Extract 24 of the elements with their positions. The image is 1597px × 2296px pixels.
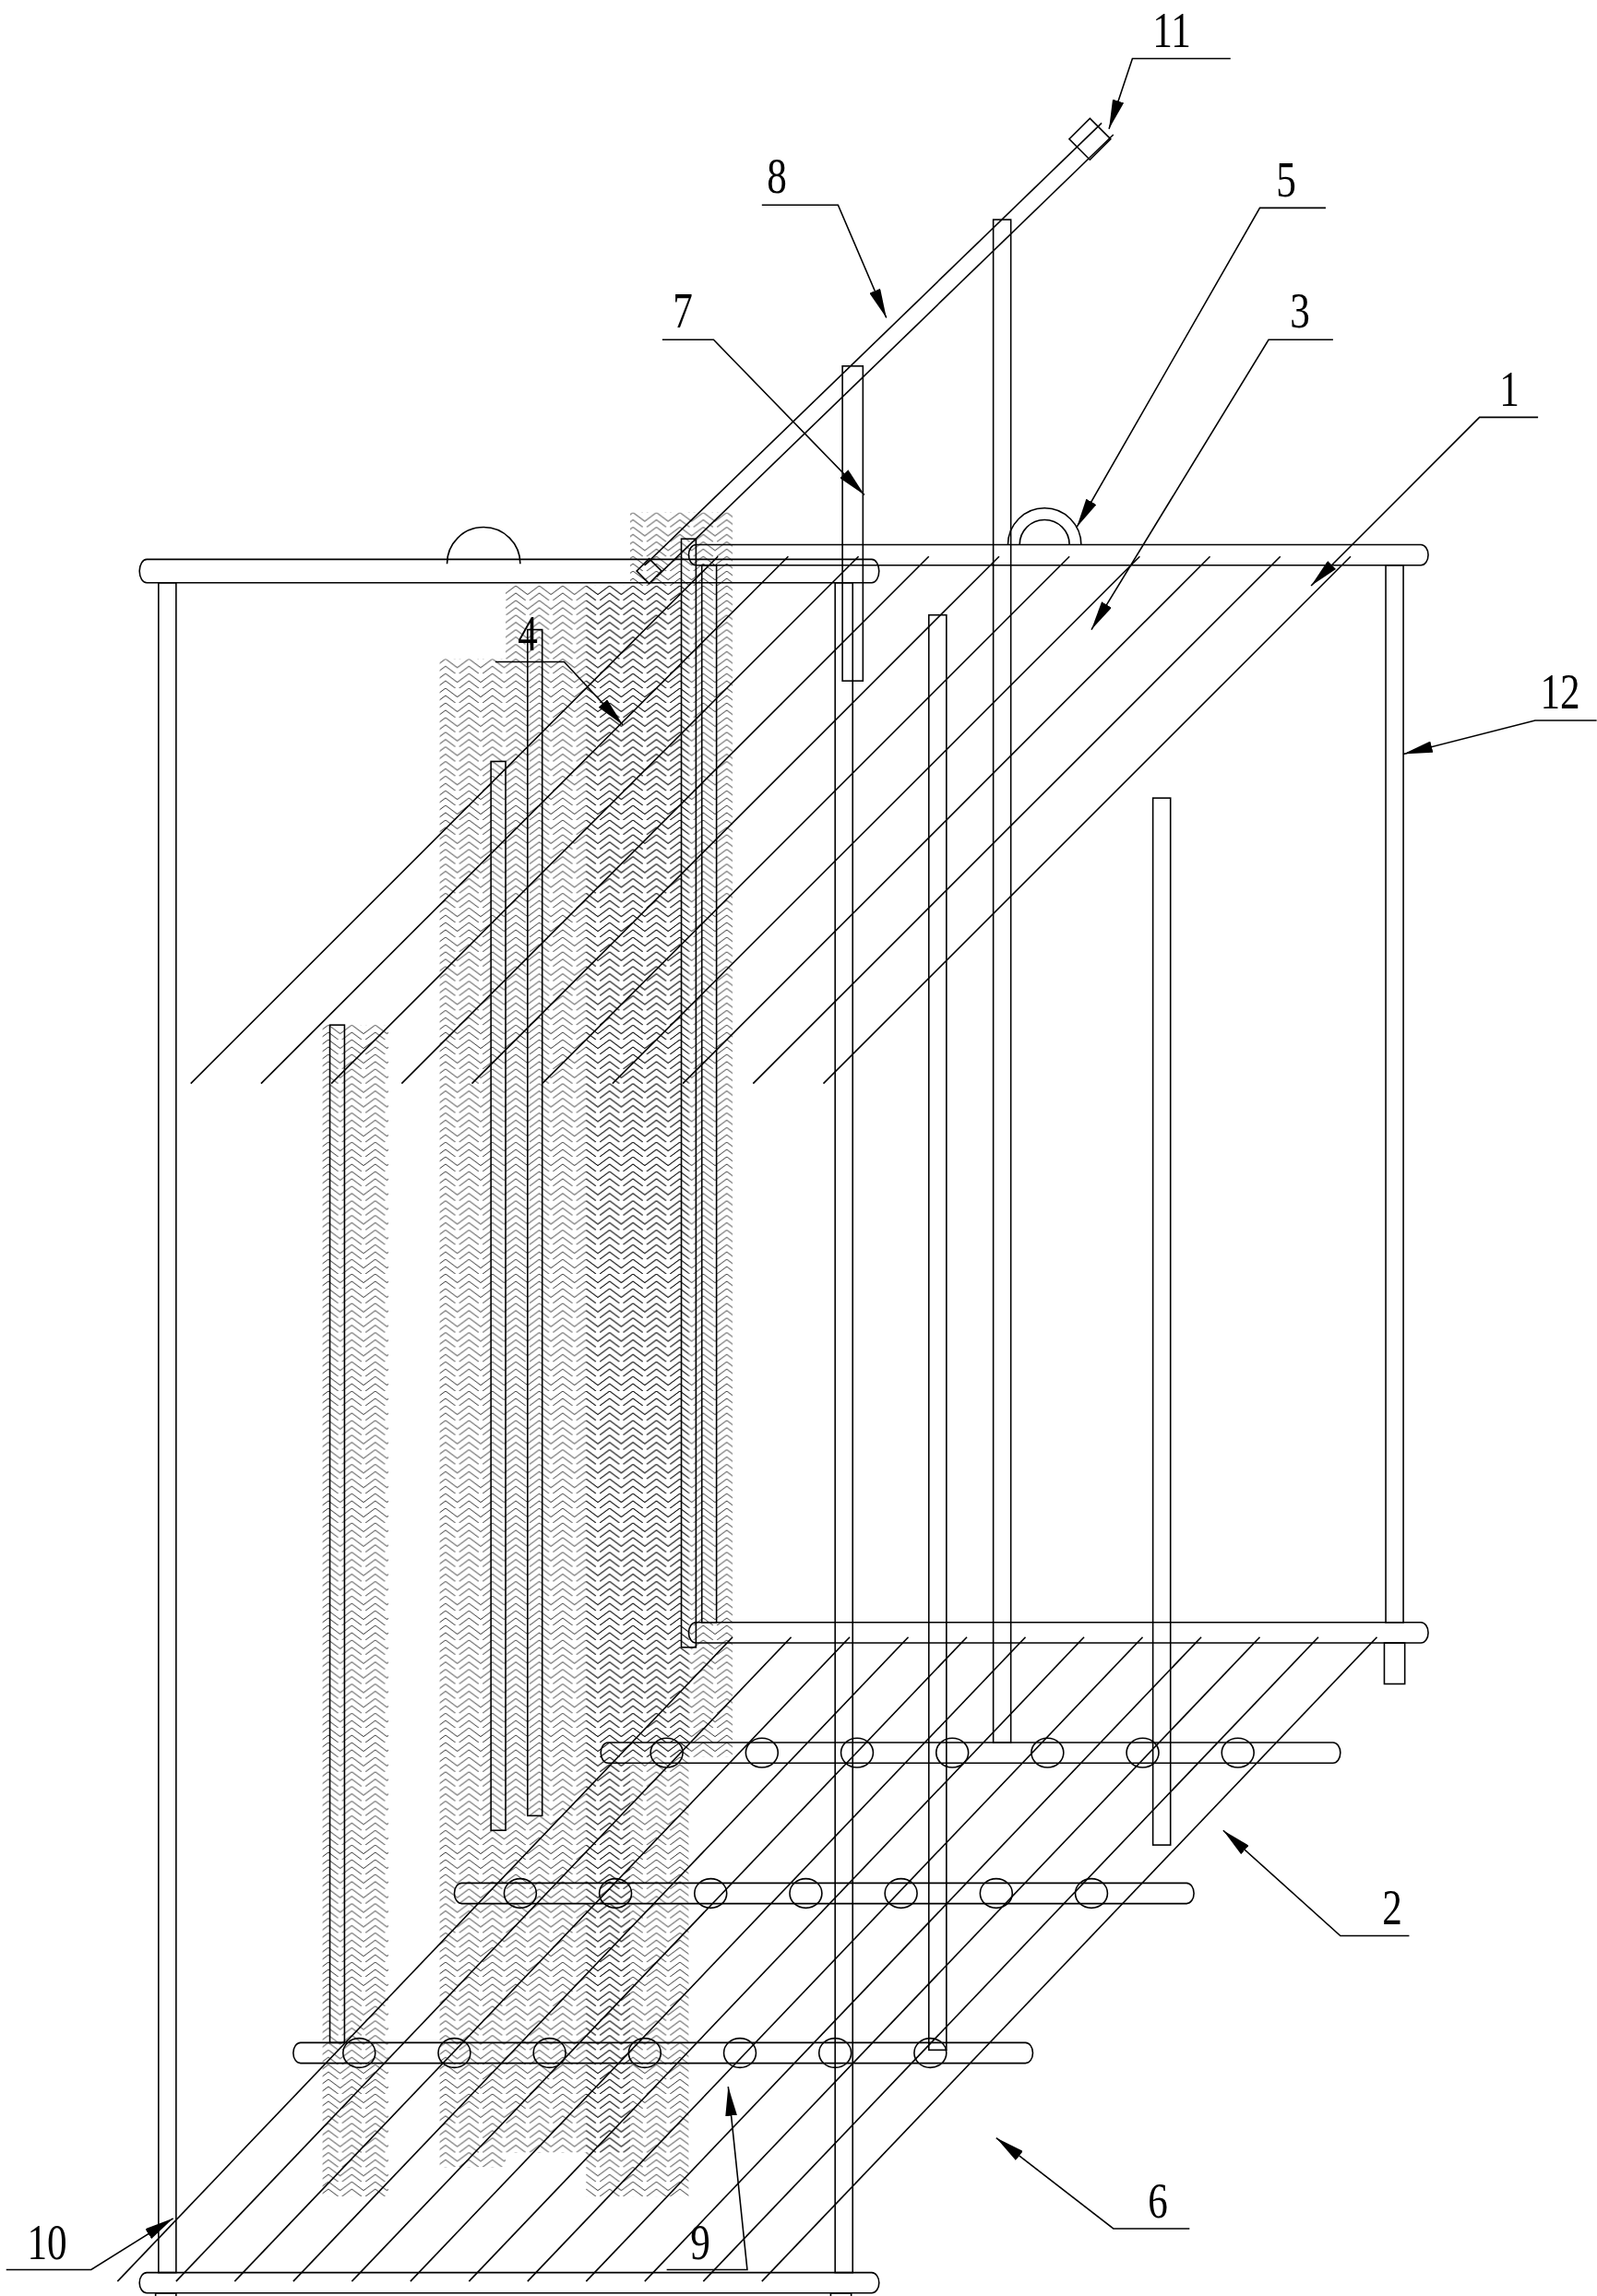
callout-number: 7 — [664, 286, 702, 337]
leader-line — [1310, 416, 1539, 587]
leader-line — [1090, 339, 1334, 631]
leader-line — [5, 2218, 174, 2271]
callout-number: 5 — [1268, 154, 1305, 205]
leader-line — [995, 2136, 1191, 2230]
leader-line — [495, 660, 624, 726]
leader-line — [761, 204, 888, 319]
leader-line — [1222, 1829, 1411, 1937]
callout-number: 8 — [757, 151, 795, 202]
callout-number: 11 — [1138, 5, 1206, 55]
callout-number: 10 — [13, 2217, 80, 2267]
callout-number: 2 — [1373, 1883, 1411, 1933]
leader-line — [665, 2086, 748, 2271]
callout-number: 3 — [1281, 286, 1318, 337]
callout-number: 6 — [1138, 2176, 1176, 2227]
callout-number: 1 — [1490, 363, 1528, 414]
leader-line — [1402, 720, 1597, 755]
callout-number: 4 — [508, 608, 546, 659]
leader-line — [661, 339, 865, 496]
leader-line — [1108, 57, 1232, 130]
leader-line — [1076, 207, 1327, 529]
callout-number: 12 — [1527, 667, 1594, 718]
callout-number: 9 — [682, 2217, 720, 2267]
